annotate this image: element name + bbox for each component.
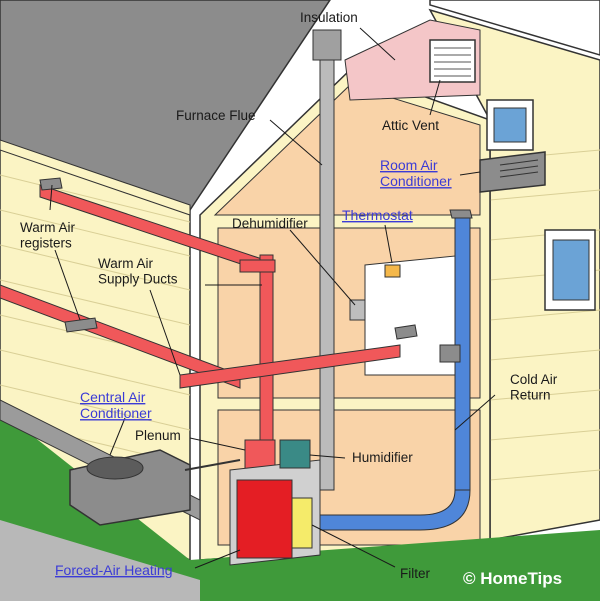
attic-vent-grille: [429, 39, 476, 83]
left-roof-fascia: [0, 139, 191, 216]
flue-cap: [312, 29, 342, 61]
leader-lines: [49, 27, 496, 569]
right-roof-edge: [429, 0, 600, 56]
return-vent-lower: [439, 344, 461, 363]
furnace-unit: [236, 479, 293, 559]
right-exterior-wall: [428, 8, 600, 541]
dehumidifier-unit: [349, 299, 366, 321]
label-dehumidifier: Dehumidifier: [232, 216, 308, 231]
driveway: [0, 520, 200, 601]
attic-space: [213, 84, 481, 216]
link-thermostat[interactable]: Thermostat: [342, 207, 413, 223]
label-insulation: Insulation: [300, 10, 358, 25]
attic-vent-slats: [434, 47, 471, 77]
room-ac-grille: [499, 159, 539, 178]
label-filter: Filter: [400, 566, 431, 581]
room-ac-unit: [479, 151, 546, 193]
label-plenum: Plenum: [135, 428, 181, 443]
air-filter: [291, 497, 313, 549]
label-attic-vent: Attic Vent: [382, 118, 439, 133]
ac-refrigerant-line: [184, 459, 241, 471]
warm-air-register-vents: [39, 177, 418, 340]
humidifier-unit: [279, 439, 311, 469]
furnace-flue-pipe: [319, 59, 335, 491]
lower-window-glass: [552, 239, 590, 301]
brand-watermark: © HomeTips: [463, 569, 562, 588]
upper-window-glass: [493, 107, 527, 143]
label-humidifier: Humidifier: [352, 450, 413, 465]
thermostat-unit: [384, 264, 401, 278]
return-vent-upper: [449, 209, 473, 219]
central-ac-fan: [86, 456, 144, 480]
warm-air-supply-ducts: [0, 184, 401, 471]
lawn: [0, 410, 600, 601]
label-furnace-flue: Furnace Flue: [176, 108, 256, 123]
link-forced-air-heating[interactable]: Forced-Air Heating: [55, 562, 173, 578]
